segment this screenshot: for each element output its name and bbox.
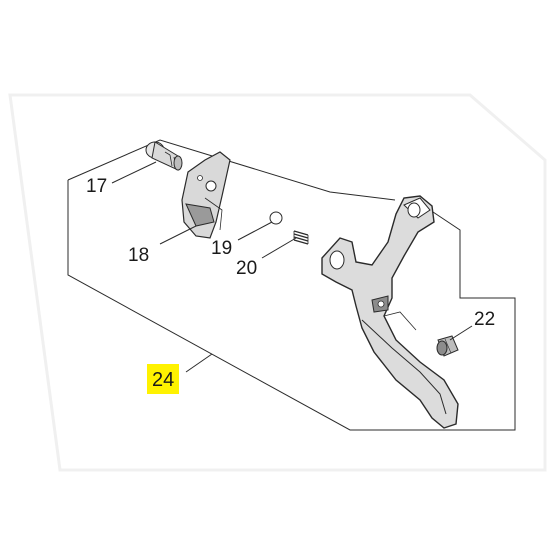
leader-18 [159,225,197,245]
leader-20 [261,237,297,259]
callout-17: 17 [86,176,108,197]
leader-24 [185,353,213,373]
part-19-ball [269,211,283,225]
callout-20: 20 [236,258,258,279]
part-17-pin [145,141,183,171]
part-20-spring [293,230,309,245]
callout-18: 18 [128,245,150,266]
part-18-lever-body [181,151,231,239]
trigger-lever [321,195,459,429]
assembly-outline [67,139,396,201]
part-22-set-screw [436,335,459,357]
leader-22 [449,325,473,341]
leader-17 [111,161,157,184]
leader-19 [237,221,273,241]
callout-22: 22 [474,309,496,330]
background-frame-shadow [8,93,547,472]
assembly-outline-right [67,180,516,431]
callout-19: 19 [211,238,233,259]
callout-24-highlighted: 24 [147,364,180,394]
